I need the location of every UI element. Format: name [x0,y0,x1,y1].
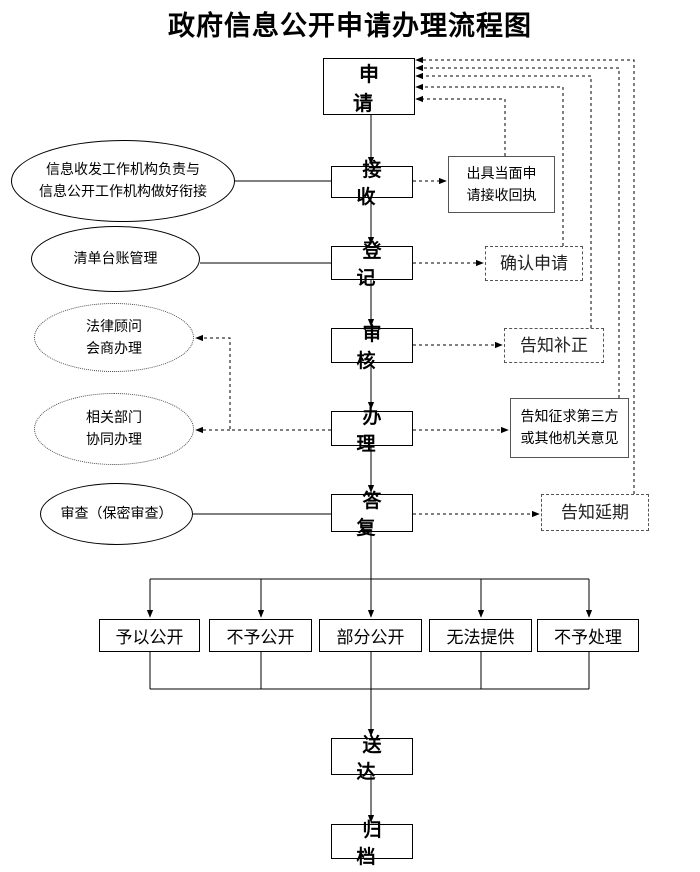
note-correction: 告知补正 [504,328,604,363]
outcome-not-disclose: 不予公开 [209,619,312,652]
step-apply: 申 请 [323,58,415,115]
feedback-extension [415,56,635,494]
note-legal-counsel: 法律顾问 会商办理 [34,303,194,372]
step-handle: 办 理 [331,406,413,455]
page-title: 政府信息公开申请办理流程图 [168,11,532,42]
note-confidentiality-review: 审查（保密审查） [40,483,193,545]
step-reply: 答 复 [331,490,413,539]
outcome-not-processed: 不予处理 [537,619,639,652]
note-departments: 相关部门 协同办理 [34,393,194,465]
note-confirm: 确认申请 [485,246,583,281]
feedback-correction [415,72,592,328]
outcome-disclose: 予以公开 [99,619,200,652]
step-deliver: 送 达 [331,734,413,783]
step-review: 审 核 [331,323,413,372]
step-archive: 归 档 [331,819,413,868]
feedback-receipt [415,95,506,156]
note-third-party: 告知征求第三方 或其他机关意见 [510,398,629,458]
feedback-confirm [415,83,564,246]
step-receive: 接 收 [331,159,413,208]
note-extension: 告知延期 [541,494,649,531]
outcome-unable-to-provide: 无法提供 [429,619,532,652]
outcome-partial-disclose: 部分公开 [319,619,422,652]
note-receipt: 出具当面申 请接收回执 [448,156,555,213]
note-receive-coordination: 信息收发工作机构负责与 信息公开工作机构做好衔接 [11,140,235,222]
note-ledger-management: 清单台账管理 [31,226,200,292]
feedback-third-party [415,64,620,398]
step-register: 登 记 [331,240,413,289]
